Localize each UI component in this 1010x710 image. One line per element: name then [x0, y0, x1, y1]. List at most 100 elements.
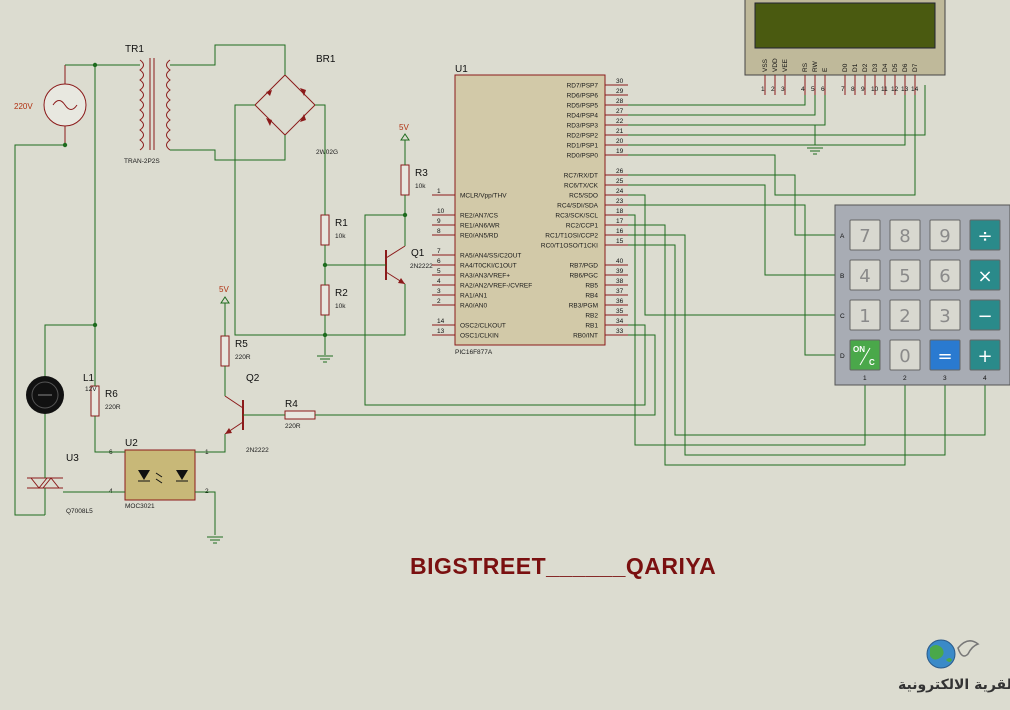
microcontroller-u1: U1 PIC16F877A 1MCLR/Vpp/THV10RE2/AN7/CS9… — [432, 64, 628, 356]
pic-pin-name: RD3/PSP3 — [567, 123, 599, 130]
lcd-pins: VSS1VDD2VEE3RS4RW5E6D07D18D29D310D411D51… — [761, 58, 919, 95]
keypad-key[interactable]: 1 — [849, 299, 881, 331]
pic-pin-number: 24 — [616, 188, 624, 195]
source-voltage-label: 220V — [14, 102, 33, 111]
u3-value: Q7008L5 — [66, 508, 93, 515]
pic-pin-number: 22 — [616, 118, 624, 125]
resistor-r2: R2 10k — [320, 284, 348, 316]
lcd-pin-number: 3 — [781, 86, 785, 93]
keypad-key-label: 1 — [859, 306, 870, 327]
pic-pin-name: RA1/AN1 — [460, 293, 487, 300]
pic-pin-name: RB4 — [585, 293, 598, 300]
keypad-key[interactable]: × — [969, 259, 1001, 291]
lcd-pin-number: 9 — [861, 86, 865, 93]
pic-pin-name: RB2 — [585, 313, 598, 320]
u2-ref: U2 — [125, 438, 138, 449]
pic-pin-name: RA5/AN4/SS/C2OUT — [460, 253, 521, 260]
supply-5v-label-1: 5V — [399, 123, 409, 132]
pic-pin-name: RB7/PGD — [569, 263, 598, 270]
pic-pin-name: RD1/PSP1 — [567, 143, 599, 150]
transformer-tr1: TR1 TRAN-2P2S — [124, 44, 171, 165]
lcd-pin-number: 13 — [901, 86, 909, 93]
keypad-key[interactable]: 2 — [889, 299, 921, 331]
keypad-key[interactable]: 0 — [889, 339, 921, 371]
lamp-l1: L1 12V — [26, 373, 97, 414]
q1-value: 2N2222 — [410, 263, 433, 270]
lcd-pin-name: D3 — [872, 63, 879, 72]
q2-value: 2N2222 — [246, 447, 269, 454]
transistor-q2: Q2 2N2222 — [224, 373, 269, 454]
keypad-key[interactable]: 4 — [849, 259, 881, 291]
keypad-key[interactable]: 8 — [889, 219, 921, 251]
wires — [14, 44, 986, 535]
keypad-key-label: × — [977, 266, 992, 287]
br1-value: 2W02G — [316, 149, 338, 156]
pic-pin-name: RC4/SDI/SDA — [557, 203, 598, 210]
triac-u3: U3 Q7008L5 — [27, 453, 93, 515]
lcd-pin-number: 10 — [871, 86, 879, 93]
keypad-row-label: D — [840, 353, 845, 360]
keypad-key[interactable]: ONC — [849, 339, 881, 371]
pic-pin-number: 14 — [437, 318, 445, 325]
lcd-pin-name: E — [822, 67, 829, 72]
lcd-pin-name: D2 — [862, 63, 869, 72]
keypad-key[interactable]: 3 — [929, 299, 961, 331]
r6-ref: R6 — [105, 389, 118, 400]
lcd-pin-name: D1 — [852, 63, 859, 72]
pic-pin-name: RC5/SDO — [569, 193, 598, 200]
keypad-key[interactable]: − — [969, 299, 1001, 331]
keypad-key-label: 9 — [939, 226, 950, 247]
pic-pin-name: RD7/PSP7 — [567, 83, 599, 90]
pic-pin-name: RC0/T1OSO/T1CKI — [541, 243, 598, 250]
keypad-col-label: 2 — [903, 375, 907, 382]
lcd-pin-name: D7 — [912, 63, 919, 72]
pic-pin-number: 21 — [616, 128, 624, 135]
pic-pin-name: RA3/AN3/VREF+ — [460, 273, 510, 280]
pic-pin-number: 27 — [616, 108, 624, 115]
l1-value: 12V — [85, 386, 97, 393]
r4-value: 220R — [285, 423, 301, 430]
keypad-key-label: 8 — [899, 226, 910, 247]
keypad-col-label: 4 — [983, 375, 987, 382]
r3-value: 10k — [415, 183, 426, 190]
pic-pin-name: RD0/PSP0 — [567, 153, 599, 160]
keypad-key-label: 0 — [899, 346, 910, 367]
r5-value: 220R — [235, 354, 251, 361]
pic-pin-number: 7 — [437, 248, 441, 255]
pic-pin-name: RA2/AN2/VREF-/CVREF — [460, 283, 532, 290]
pic-pin-name: RC2/CCP1 — [566, 223, 599, 230]
br1-ref: BR1 — [316, 54, 336, 65]
lcd-pin-name: VDD — [772, 58, 779, 72]
pic-pin-number: 38 — [616, 278, 624, 285]
pic-pin-number: 8 — [437, 228, 441, 235]
u2-value: MOC3021 — [125, 503, 155, 510]
lcd-pin-number: 7 — [841, 86, 845, 93]
lcd-pin-number: 5 — [811, 86, 815, 93]
lcd-pin-name: VEE — [782, 58, 789, 72]
pic-pin-number: 35 — [616, 308, 624, 315]
keypad-key[interactable]: ÷ — [969, 219, 1001, 251]
pic-pin-number: 37 — [616, 288, 624, 295]
pic-pin-number: 3 — [437, 288, 441, 295]
keypad-key-label: C — [869, 358, 875, 367]
pic-pin-number: 20 — [616, 138, 624, 145]
logo-arabic-text: القرية الالكترونية — [898, 677, 1010, 693]
keypad-key-label: = — [937, 346, 952, 367]
pic-pin-number: 1 — [437, 188, 441, 195]
keypad-key[interactable]: 7 — [849, 219, 881, 251]
pic-pin-number: 29 — [616, 88, 624, 95]
keypad-key[interactable]: + — [969, 339, 1001, 371]
keypad-key[interactable]: 6 — [929, 259, 961, 291]
pic-pin-number: 4 — [437, 278, 441, 285]
keypad-key[interactable]: 5 — [889, 259, 921, 291]
keypad-key[interactable]: = — [929, 339, 961, 371]
lcd-pin-number: 4 — [801, 86, 805, 93]
keypad-key-label: 4 — [859, 266, 870, 287]
keypad-key[interactable]: 9 — [929, 219, 961, 251]
keypad-row-label: A — [840, 233, 845, 240]
lcd-pin-number: 1 — [761, 86, 765, 93]
pic-pin-name: RB6/PGC — [569, 273, 598, 280]
